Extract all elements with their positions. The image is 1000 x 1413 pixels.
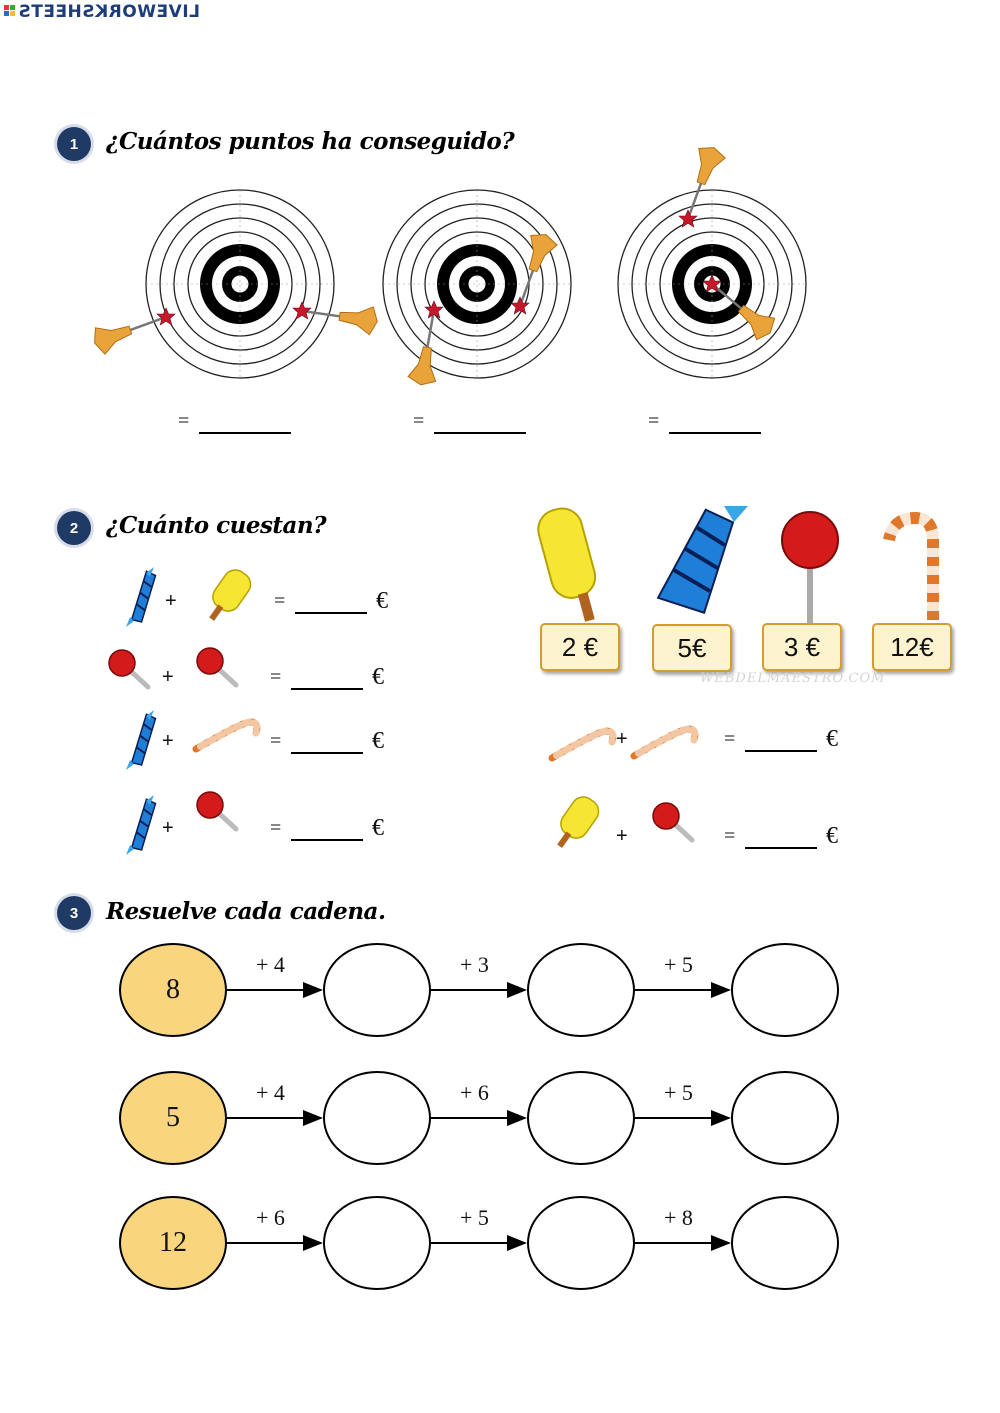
dart-targets [88,141,807,389]
sum-6-euro: € [826,823,838,849]
candy-large-icon [656,506,748,614]
sum-2-equals: = [270,666,282,688]
section-2-badge: 2 [57,511,91,545]
sum-5-input[interactable] [745,750,817,752]
sum-5-cane-1-icon [552,731,613,758]
sum-3-euro: € [372,728,384,754]
sum-2-plus: + [162,666,174,688]
answer-2-equals: = [413,410,425,432]
chain-1-step-3: + 5 [664,952,693,977]
chain-3-start: 12 [119,1196,227,1290]
sum-3-candy-icon [124,709,163,771]
sum-1-plus: + [165,590,177,612]
chain-2-step-2: + 6 [460,1080,489,1105]
chain-3-step-1: + 6 [256,1205,285,1230]
section-3-badge: 3 [57,896,91,930]
sum-2-lollipop-icon [109,650,148,687]
sum-2-euro: € [372,664,384,690]
price-candy: 5€ [652,624,732,672]
chain-3-answer-2[interactable] [527,1196,635,1290]
answer-1-equals: = [178,410,190,432]
target-1 [145,189,335,379]
sum-3-input[interactable] [291,752,363,754]
sum-1-euro: € [376,588,388,614]
section-1-title: ¿Cuántos puntos ha conseguido? [106,128,515,155]
ice-pop-large-icon [537,507,597,622]
sum-items-left [90,564,290,856]
price-candy-cane: 12€ [872,623,952,671]
chain-1-start: 8 [119,943,227,1037]
sum-3-equals: = [270,730,282,752]
chain-1-answer-2[interactable] [527,943,635,1037]
sum-4-plus: + [162,817,174,839]
price-lollipop: 3 € [762,623,842,671]
chain-2-answer-3[interactable] [731,1071,839,1165]
section-3-title: Resuelve cada cadena. [106,898,386,925]
section-2-title: ¿Cuánto cuestan? [106,512,327,539]
sum-3-cane-icon [196,722,257,749]
section-1-badge: 1 [57,127,91,161]
target-2 [382,189,572,379]
sum-4-lollipop-icon [197,792,236,829]
chain-2-answer-2[interactable] [527,1071,635,1165]
sum-5-plus: + [616,728,628,750]
chain-3-step-3: + 8 [664,1205,693,1230]
candy-cane-large-icon [883,511,939,620]
price-ice-pop: 2 € [540,623,620,671]
chain-2-step-1: + 4 [256,1080,285,1105]
answer-3-equals: = [648,410,660,432]
lollipop-large-icon [781,511,839,624]
sum-6-input[interactable] [745,847,817,849]
answer-1-input[interactable] [199,432,291,434]
sum-2-lollipop-icon [197,648,236,685]
sum-5-cane-2-icon [634,729,695,756]
sum-4-input[interactable] [291,839,363,841]
chain-2-answer-1[interactable] [323,1071,431,1165]
answer-3-input[interactable] [669,432,761,434]
chain-1-step-2: + 3 [460,952,489,977]
sum-5-euro: € [826,726,838,752]
answer-2-input[interactable] [434,432,526,434]
sum-items-right [530,700,730,849]
sum-4-candy-icon [124,794,163,856]
chain-2-start: 5 [119,1071,227,1165]
chain-2-step-3: + 5 [664,1080,693,1105]
watermark: WEBDELMAESTRO.COM [700,671,886,686]
sum-6-plus: + [616,825,628,847]
chain-3-answer-3[interactable] [731,1196,839,1290]
price-items [537,506,939,624]
sum-1-equals: = [274,590,286,612]
chain-3-answer-1[interactable] [323,1196,431,1290]
sum-3-plus: + [162,730,174,752]
sum-6-lollipop-icon [653,803,692,840]
sum-4-euro: € [372,815,384,841]
chain-1-step-1: + 4 [256,952,285,977]
sum-1-candy-icon [124,566,163,628]
sum-2-input[interactable] [291,688,363,690]
chain-3-step-2: + 5 [460,1205,489,1230]
sum-1-input[interactable] [295,612,367,614]
sum-6-equals: = [724,825,736,847]
sum-6-icepop-icon [555,791,604,849]
chain-1-answer-3[interactable] [731,943,839,1037]
sum-4-equals: = [270,817,282,839]
sum-5-equals: = [724,728,736,750]
chain-1-answer-1[interactable] [323,943,431,1037]
sum-1-icepop-icon [207,564,256,622]
